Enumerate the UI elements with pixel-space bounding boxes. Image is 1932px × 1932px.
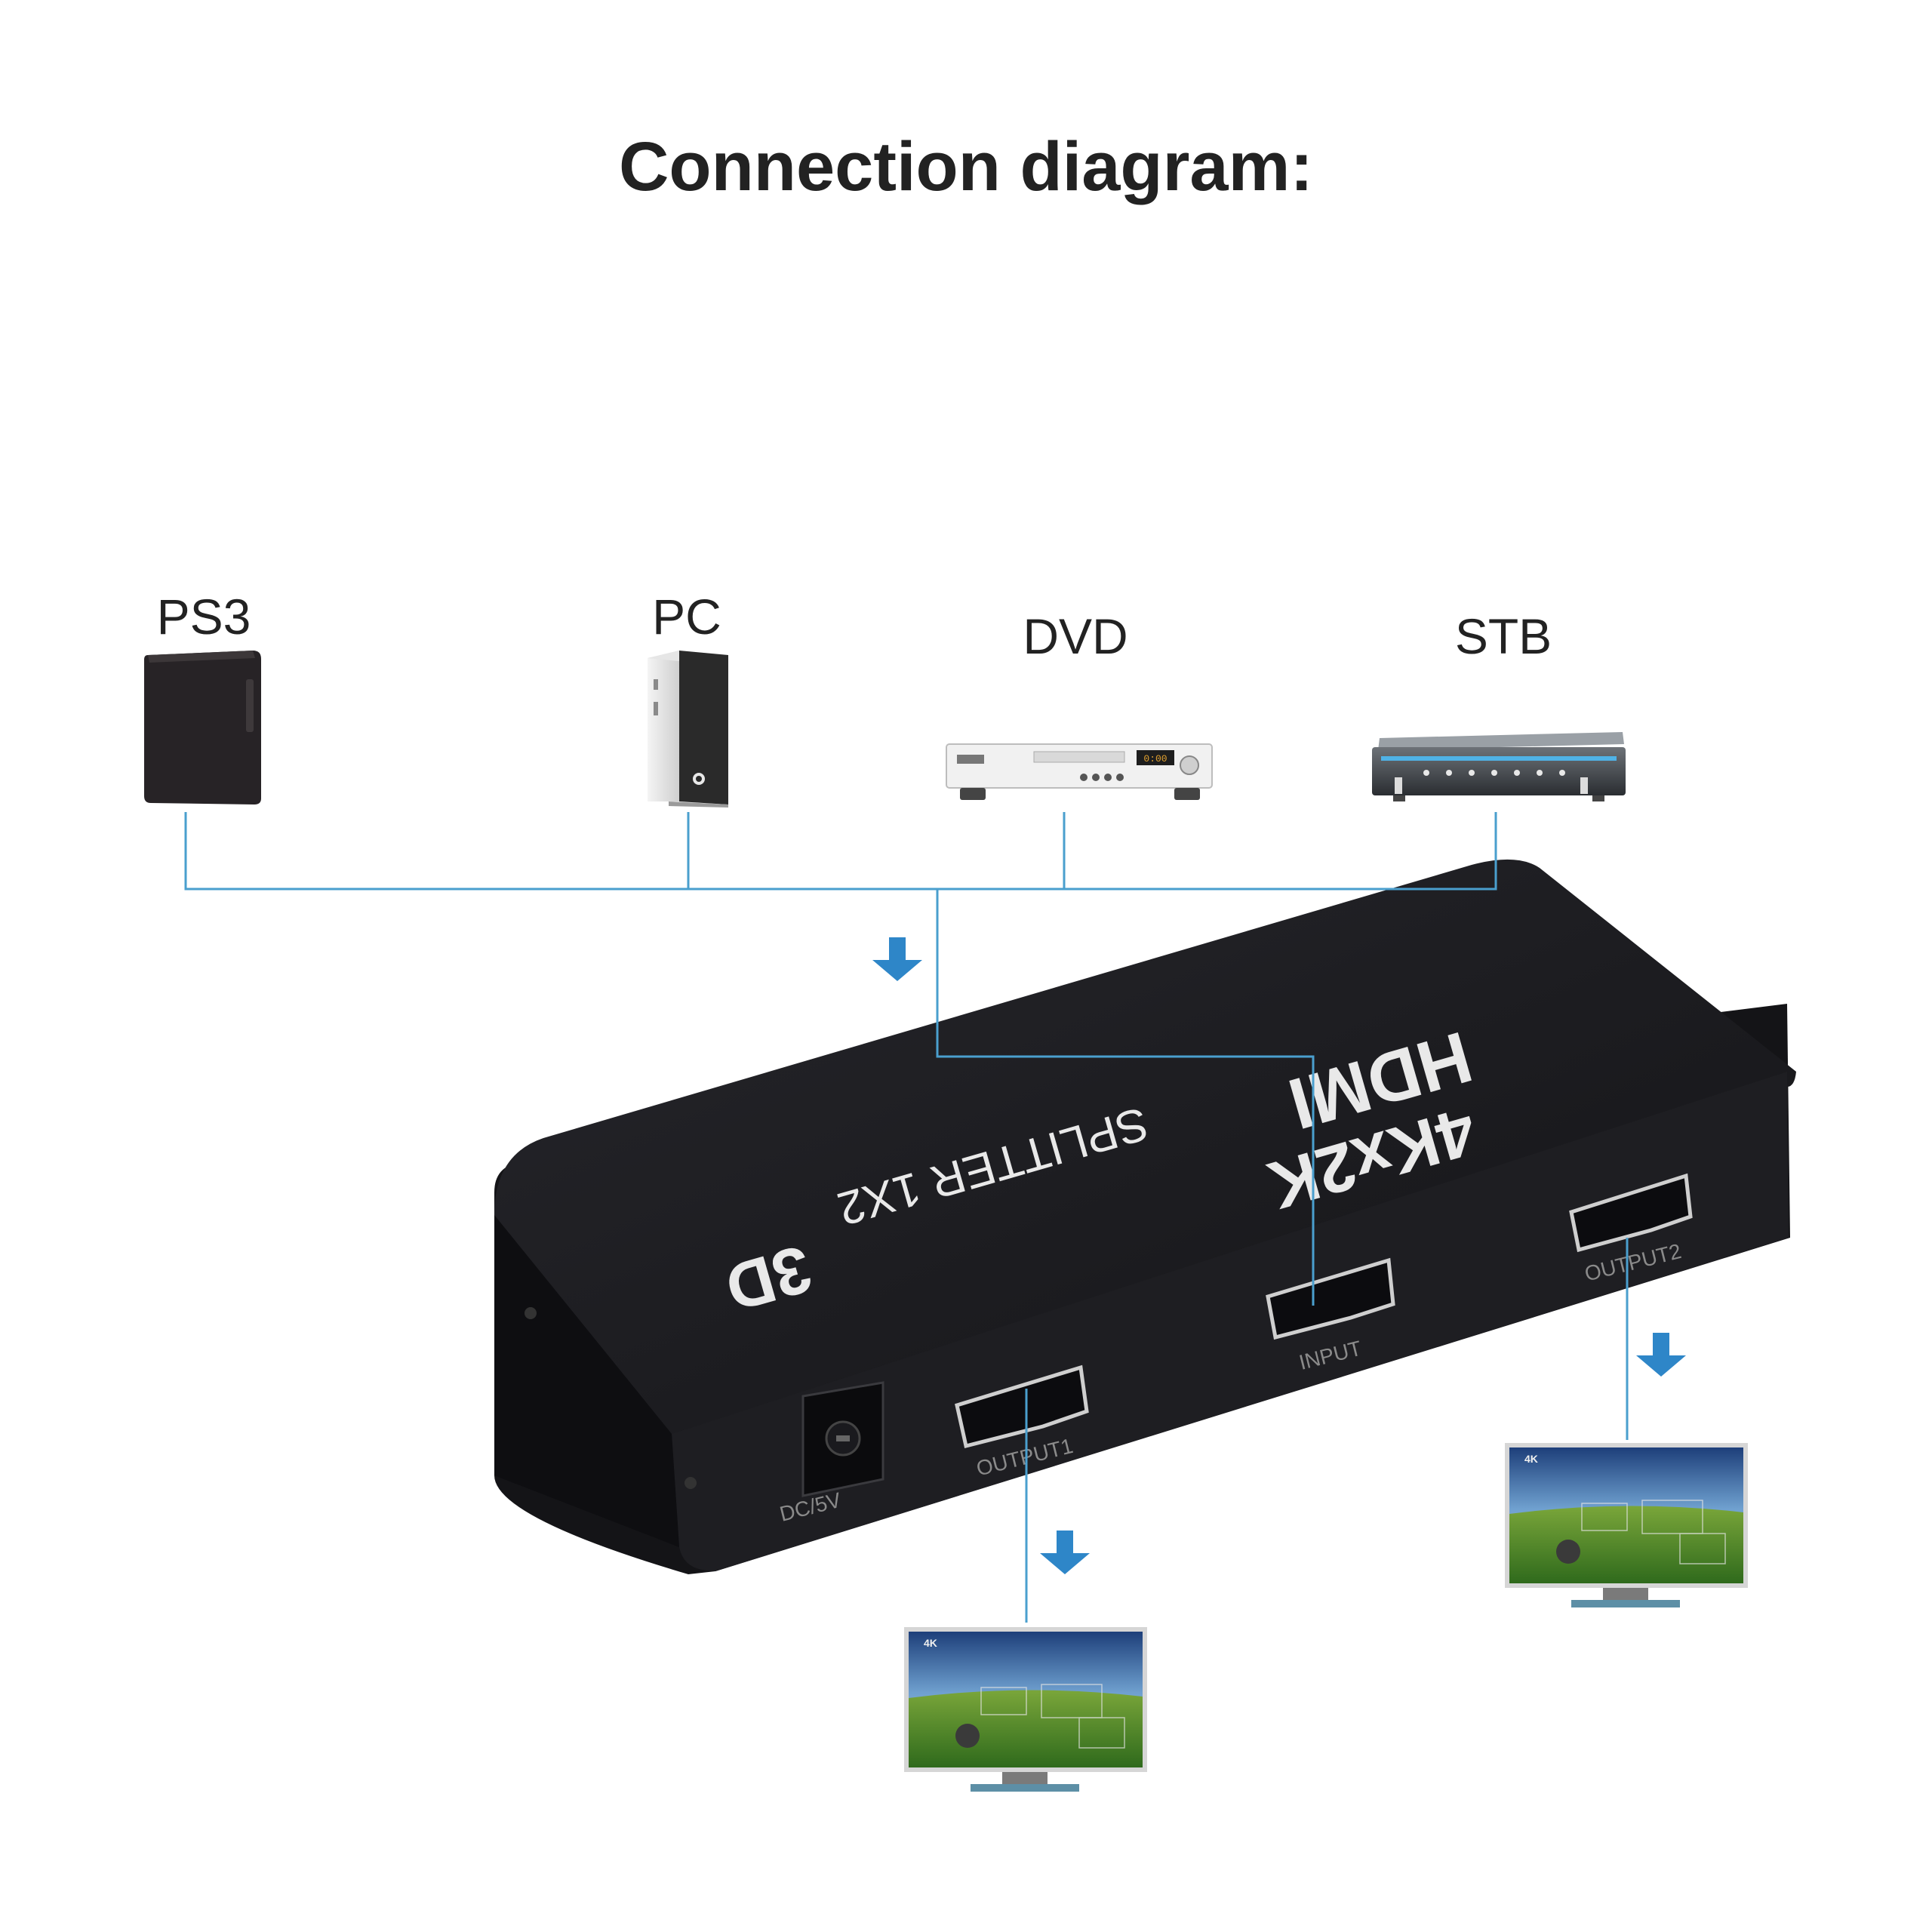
line-to-input	[936, 889, 1315, 1306]
dc-power-port	[801, 1381, 884, 1497]
hdmi-port-input	[1266, 1257, 1395, 1340]
screw-icon	[525, 1307, 537, 1319]
pc-tower-icon	[648, 651, 728, 808]
tv-badge-1: 4K	[924, 1637, 937, 1649]
dvd-display-readout: 0:00	[1143, 753, 1167, 764]
down-arrow-icon	[872, 937, 922, 981]
line-stb	[937, 812, 1497, 891]
ps3-console-icon	[144, 651, 261, 804]
page-title: Connection diagram:	[619, 128, 1313, 205]
hdmi-splitter-device: HDMI 4Kx2K SPLITTER 1X2 3D DC/5V OUTPUT1	[494, 859, 1796, 1574]
down-arrow-icon	[1636, 1333, 1686, 1377]
label-dvd: DVD	[1023, 608, 1128, 664]
connection-lines	[184, 812, 1629, 1623]
tv-display-2: 4K	[1505, 1443, 1748, 1607]
tv-badge-2: 4K	[1524, 1453, 1538, 1465]
tv-display-1: 4K	[904, 1627, 1147, 1792]
hdmi-port-output1	[955, 1364, 1089, 1449]
label-stb: STB	[1455, 608, 1552, 664]
line-ps3	[184, 812, 937, 891]
label-ps3: PS3	[157, 589, 251, 645]
screw-icon	[685, 1477, 697, 1489]
down-arrow-icon	[1040, 1531, 1090, 1574]
stb-icon	[1372, 732, 1626, 801]
dvd-player-icon: 0:00	[946, 743, 1213, 800]
hdmi-port-output2	[1569, 1173, 1693, 1253]
label-pc: PC	[652, 589, 721, 645]
